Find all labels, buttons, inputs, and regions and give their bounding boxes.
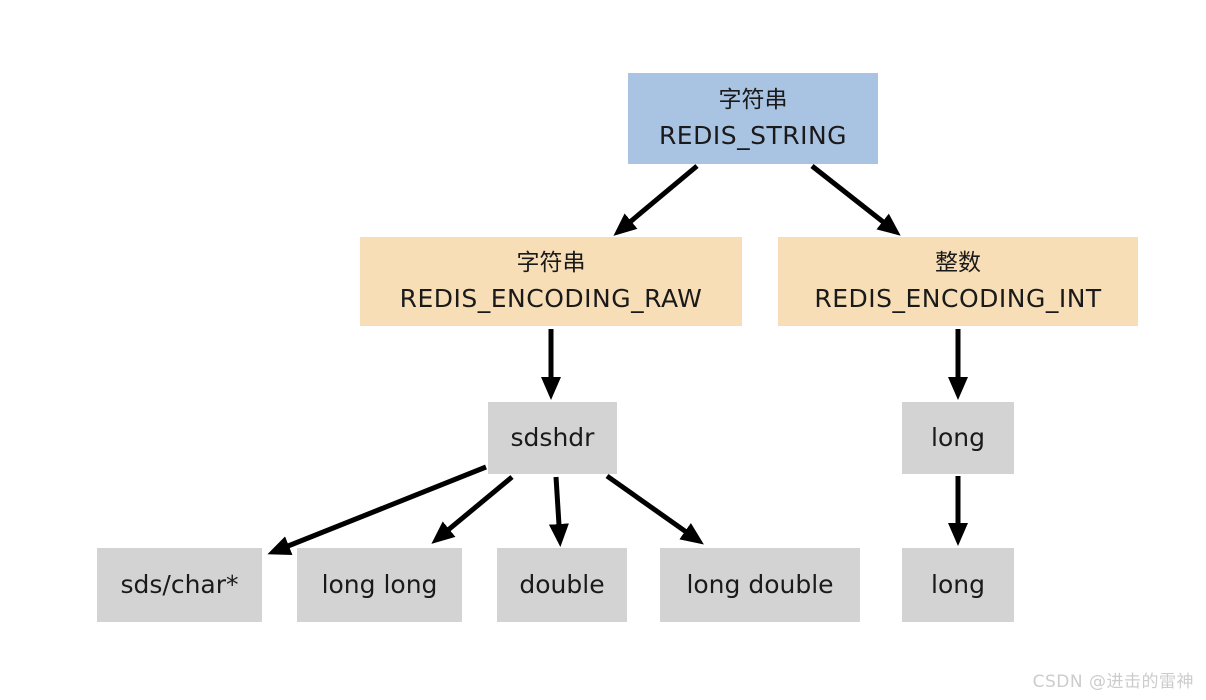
- edge-root-raw: [613, 164, 699, 236]
- node-redis-string: 字符串 REDIS_STRING: [628, 73, 878, 164]
- node-redis-encoding-int-label-zh: 整数: [935, 249, 981, 276]
- node-sds-char-label: sds/char*: [120, 570, 239, 600]
- node-redis-encoding-int: 整数 REDIS_ENCODING_INT: [778, 237, 1138, 326]
- node-redis-encoding-int-label-code: REDIS_ENCODING_INT: [814, 284, 1102, 313]
- node-long-long: long long: [297, 548, 462, 622]
- edge-sdshdr-sdschar: [267, 464, 487, 555]
- edge-root-int: [810, 164, 901, 236]
- node-long-double: long double: [660, 548, 860, 622]
- node-sdshdr: sdshdr: [488, 402, 617, 474]
- node-long-double-label: long double: [686, 570, 834, 600]
- node-long-long-label: long long: [321, 570, 438, 600]
- node-double-label: double: [519, 570, 605, 600]
- node-redis-string-label-code: REDIS_STRING: [658, 121, 848, 150]
- edge-sdshdr-longlong: [431, 475, 514, 544]
- edge-sdshdr-longdouble: [605, 473, 704, 545]
- node-double: double: [497, 548, 627, 622]
- node-long-mid: long: [902, 402, 1014, 474]
- node-redis-encoding-raw-label-zh: 字符串: [516, 249, 586, 276]
- node-long-mid-label: long: [931, 423, 985, 453]
- node-long-leaf: long: [902, 548, 1014, 622]
- csdn-watermark: CSDN @进击的雷神: [1032, 672, 1194, 692]
- edge-sdshdr-double: [548, 476, 569, 547]
- node-redis-encoding-raw-label-code: REDIS_ENCODING_RAW: [399, 284, 703, 313]
- node-long-leaf-label: long: [931, 570, 985, 600]
- node-redis-string-label-zh: 字符串: [718, 86, 788, 113]
- node-sdshdr-label: sdshdr: [510, 423, 595, 453]
- node-redis-encoding-raw: 字符串 REDIS_ENCODING_RAW: [360, 237, 742, 326]
- node-sds-char: sds/char*: [97, 548, 262, 622]
